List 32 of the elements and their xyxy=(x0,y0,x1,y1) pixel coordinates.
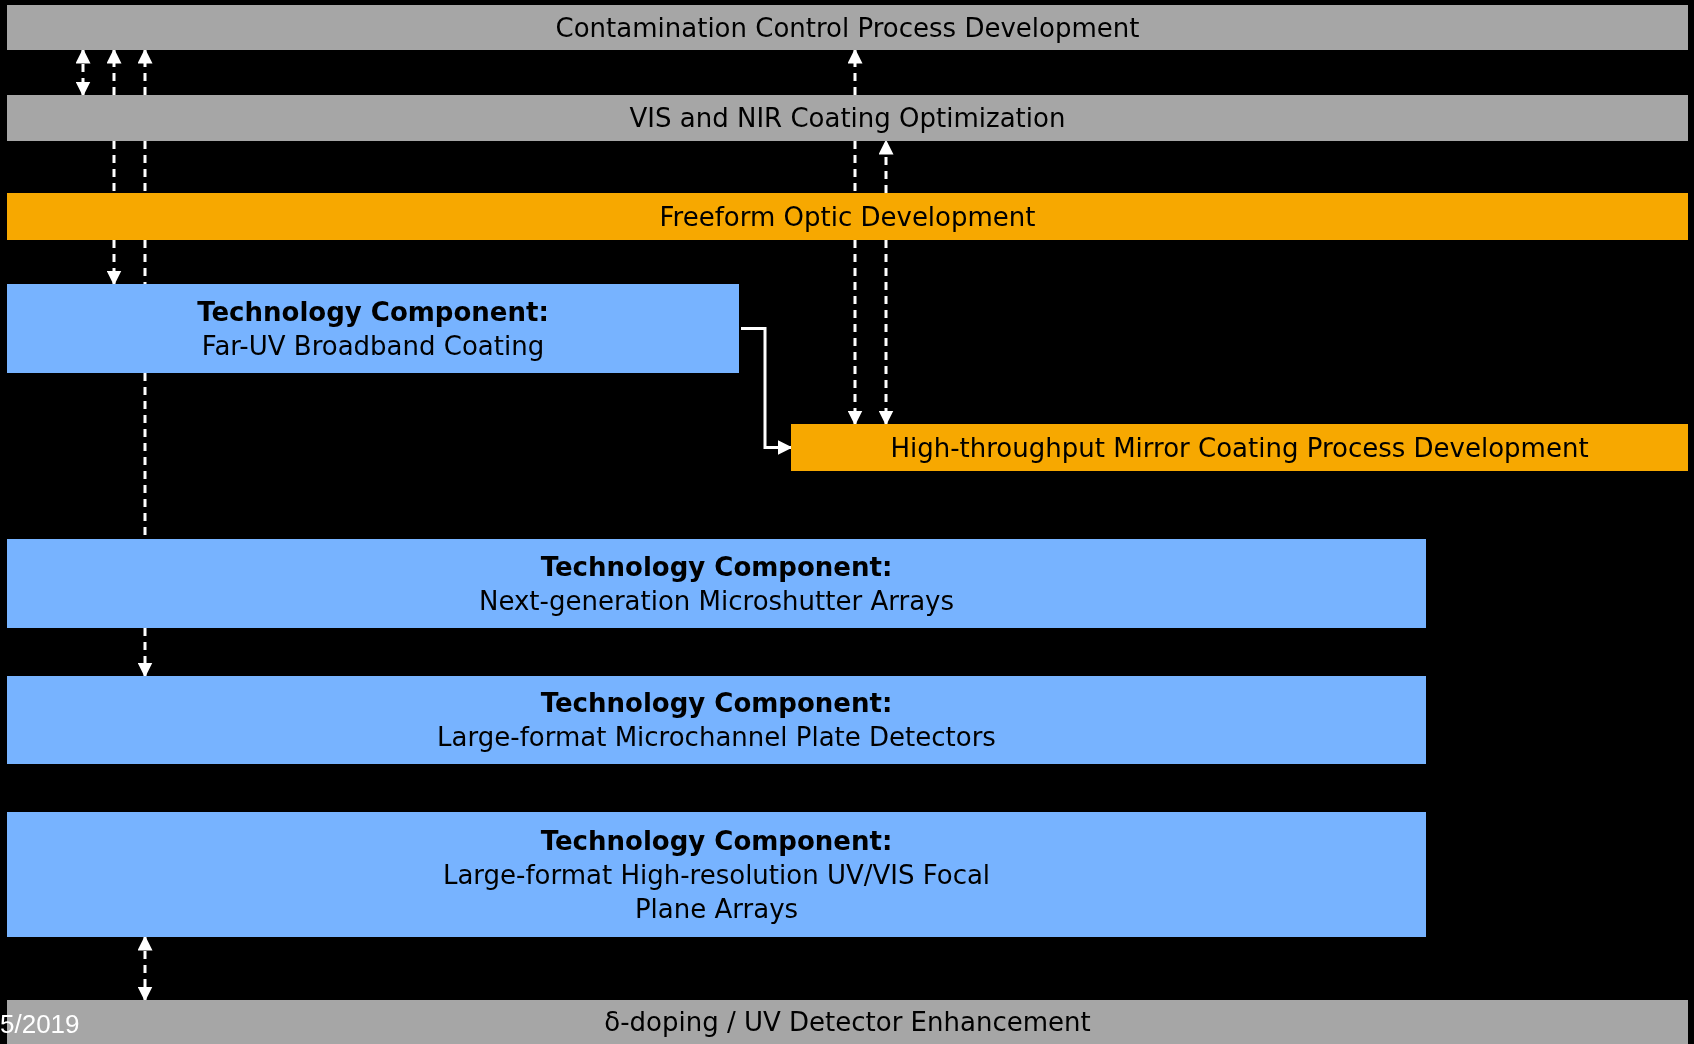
arrow xyxy=(106,48,122,95)
component-box xyxy=(7,284,739,373)
arrow xyxy=(847,240,863,426)
component-heading: Technology Component: xyxy=(197,295,549,329)
bar-label: VIS and NIR Coating Optimization xyxy=(629,102,1066,135)
bar-label: Large-format High-resolution UV/VIS Focal Plane Arrays xyxy=(441,858,992,926)
component-heading: Technology Component: xyxy=(540,824,893,858)
bar-label: High-throughput Mirror Coating Process Development xyxy=(890,431,1589,465)
component-heading: Technology Component: xyxy=(540,550,893,584)
arrow xyxy=(741,327,793,455)
bar-label: Far-UV Broadband Coating xyxy=(201,329,545,363)
process-bar xyxy=(7,5,1688,50)
component-box xyxy=(7,539,1426,628)
bar-label: Freeform Optic Development xyxy=(659,200,1036,234)
process-bar xyxy=(7,95,1688,141)
component-box xyxy=(7,812,1426,937)
component-heading: Technology Component: xyxy=(540,687,893,720)
arrow xyxy=(847,48,863,95)
arrow xyxy=(137,935,153,1002)
arrow xyxy=(75,48,91,97)
bar-label: Large-format Microchannel Plate Detectors xyxy=(437,721,996,754)
arrow xyxy=(137,48,153,95)
process-bar xyxy=(7,193,1688,240)
bar-label: δ-doping / UV Detector Enhancement xyxy=(604,1006,1091,1039)
arrow xyxy=(878,139,894,193)
arrow xyxy=(878,240,894,426)
arrow xyxy=(137,628,153,678)
bar-label: Contamination Control Process Development xyxy=(555,11,1140,45)
bar-label: Next-generation Microshutter Arrays xyxy=(479,584,954,618)
component-box xyxy=(7,676,1426,764)
process-bar xyxy=(791,424,1688,471)
arrow xyxy=(106,240,122,286)
